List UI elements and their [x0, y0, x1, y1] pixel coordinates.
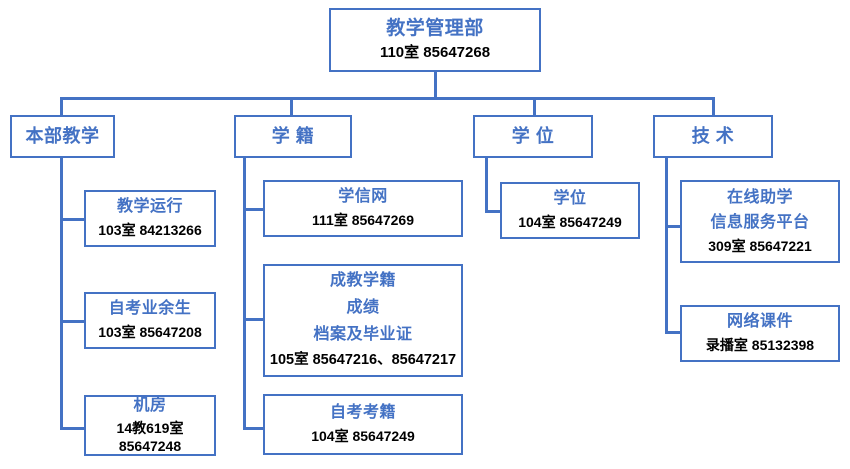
node-xuewei-child-title: 学位 — [553, 190, 587, 208]
node-chengjiao-xueji-title: 成教学籍 — [329, 272, 396, 290]
node-xueji[interactable]: 学 籍 — [234, 115, 352, 158]
node-bendu-jiaoxue[interactable]: 本部教学 — [10, 115, 115, 158]
node-jishu-title: 技 术 — [691, 125, 735, 146]
connector-spine-bendu-jiaoxue — [60, 158, 63, 430]
connector-stub-zaixian-zhuxue — [665, 225, 685, 228]
connector-drop-jishu — [712, 97, 715, 115]
connector-drop-xueji — [290, 97, 293, 115]
node-xueji-title: 学 籍 — [271, 125, 315, 146]
node-xuexinwang-line-1: 111室 85647269 — [312, 212, 414, 229]
node-chengjiao-xueji-title-3: 档案及毕业证 — [313, 325, 413, 343]
connector-spine-xueji — [243, 158, 246, 430]
node-wangluo-kejian-title: 网络课件 — [726, 313, 793, 331]
node-jifang[interactable]: 机房 14教619室 85647248 — [84, 395, 216, 456]
node-xuewei-title: 学 位 — [511, 125, 555, 146]
node-zikao-kaoji-line-1: 104室 85647249 — [311, 428, 415, 445]
node-xuewei-child-line-1: 104室 85647249 — [518, 214, 622, 231]
node-xuewei[interactable]: 学 位 — [473, 115, 593, 158]
connector-stub-zikao-yeyusheng — [60, 320, 84, 323]
node-xuexinwang[interactable]: 学信网 111室 85647269 — [263, 180, 463, 237]
connector-drop-bendu-jiaoxue — [60, 97, 63, 115]
node-root-title: 教学管理部 — [386, 18, 484, 40]
node-wangluo-kejian[interactable]: 网络课件 录播室 85132398 — [680, 305, 840, 362]
node-zaixian-zhuxue-title: 在线助学 — [726, 188, 793, 206]
node-xuewei-child[interactable]: 学位 104室 85647249 — [500, 182, 640, 239]
node-zaixian-zhuxue-title-2: 信息服务平台 — [710, 213, 810, 231]
node-zikao-kaoji-title: 自考考籍 — [329, 404, 396, 422]
connector-stub-zikao-kaoji — [243, 427, 265, 430]
node-chengjiao-xueji[interactable]: 成教学籍 成绩 档案及毕业证 105室 85647216、85647217 — [263, 264, 463, 377]
connector-stub-chengjiao-xueji — [243, 318, 265, 321]
connector-root-bus — [60, 97, 715, 100]
node-jifang-line-1: 14教619室 — [116, 420, 184, 437]
node-wangluo-kejian-line-1: 录播室 85132398 — [705, 337, 815, 354]
connector-drop-xuewei — [533, 97, 536, 115]
node-zikao-yeyusheng-line-1: 103室 85647208 — [98, 324, 202, 341]
connector-spine-xuewei — [485, 158, 488, 213]
node-zaixian-zhuxue[interactable]: 在线助学 信息服务平台 309室 85647221 — [680, 180, 840, 263]
node-zikao-yeyusheng[interactable]: 自考业余生 103室 85647208 — [84, 292, 216, 349]
connector-stub-jifang — [60, 427, 84, 430]
node-chengjiao-xueji-title-2: 成绩 — [346, 299, 380, 316]
connector-spine-jishu — [665, 158, 668, 334]
node-jishu[interactable]: 技 术 — [653, 115, 773, 158]
node-bendu-jiaoxue-title: 本部教学 — [25, 125, 100, 146]
node-xuexinwang-title: 学信网 — [338, 188, 388, 206]
node-jifang-title: 机房 — [133, 396, 167, 414]
node-root[interactable]: 教学管理部 110室 85647268 — [329, 8, 541, 72]
node-jiaoxue-yunxing-line-1: 103室 84213266 — [98, 222, 202, 239]
node-jiaoxue-yunxing[interactable]: 教学运行 103室 84213266 — [84, 190, 216, 247]
node-chengjiao-xueji-line-1: 105室 85647216、85647217 — [269, 351, 457, 368]
connector-stub-xuexinwang — [243, 208, 265, 211]
node-root-subtitle: 110室 85647268 — [379, 43, 491, 61]
connector-stub-wangluo-kejian — [665, 331, 685, 334]
connector-root-stem — [434, 72, 437, 99]
node-zikao-kaoji[interactable]: 自考考籍 104室 85647249 — [263, 394, 463, 455]
node-jifang-line-2: 85647248 — [118, 437, 182, 454]
node-zaixian-zhuxue-line-1: 309室 85647221 — [708, 237, 812, 254]
connector-stub-xuewei-child — [485, 210, 507, 213]
connector-stub-jiaoxue-yunxing — [60, 218, 84, 221]
node-jiaoxue-yunxing-title: 教学运行 — [116, 198, 183, 216]
node-zikao-yeyusheng-title: 自考业余生 — [108, 300, 192, 318]
